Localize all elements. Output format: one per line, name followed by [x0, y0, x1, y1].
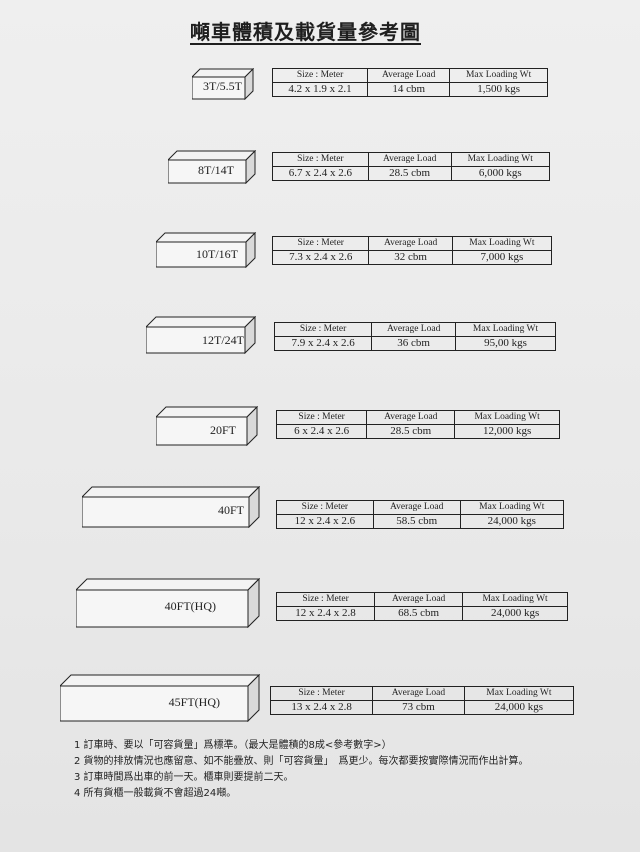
header-avg-load: Average Load	[374, 592, 464, 607]
size-value: 6 x 2.4 x 2.6	[275, 424, 368, 439]
truck-box-8t: 8T/14T	[168, 150, 256, 184]
header-avg-load: Average Load	[366, 410, 456, 425]
header-size: Size : Meter	[273, 322, 373, 337]
header-size: Size : Meter	[271, 68, 369, 83]
truck-label: 20FT	[209, 423, 236, 437]
truck-label: 10T/16T	[196, 247, 238, 261]
note-item: 4 所有貨櫃一般載貨不會超過24噸。	[74, 788, 237, 799]
max-load-value: 24,000 kgs	[459, 514, 565, 529]
header-size: Size : Meter	[272, 152, 369, 167]
header-size: Size : Meter	[271, 236, 370, 251]
header-max-loading: Max Loading Wt	[454, 410, 560, 425]
truck-box-drawing	[156, 232, 256, 268]
truck-label: 8T/14T	[198, 163, 234, 177]
note-item: 3 訂車時間爲出車的前一天。櫃車則要提前二天。	[74, 772, 294, 783]
truck-box-20ft: 20FT	[156, 406, 258, 446]
truck-box-3t: 3T/5.5T	[192, 68, 254, 100]
header-max-loading: Max Loading Wt	[450, 152, 550, 167]
truck-label: 40FT(HQ)	[164, 599, 216, 613]
header-avg-load: Average Load	[372, 500, 461, 515]
size-value: 4.2 x 1.9 x 2.1	[271, 82, 369, 97]
header-size: Size : Meter	[269, 686, 374, 701]
truck-box-drawing	[76, 578, 260, 628]
avg-load-value: 73 cbm	[372, 700, 465, 715]
truck-box-drawing	[156, 406, 258, 446]
max-load-value: 24,000 kgs	[463, 700, 575, 715]
truck-box-10t: 10T/16T	[156, 232, 256, 268]
truck-box-45ft-hq: 45FT(HQ)	[60, 674, 260, 722]
truck-label: 40FT	[217, 503, 244, 517]
truck-box-drawing	[146, 316, 256, 354]
avg-load-value: 28.5 cbm	[367, 166, 452, 181]
avg-load-value: 14 cbm	[367, 82, 451, 97]
size-value: 6.7 x 2.4 x 2.6	[272, 166, 369, 181]
max-load-value: 95,00 kgs	[455, 336, 556, 351]
truck-label: 45FT(HQ)	[168, 695, 220, 709]
truck-box-drawing	[192, 68, 254, 100]
header-size: Size : Meter	[276, 500, 374, 515]
header-max-loading: Max Loading Wt	[462, 592, 568, 607]
avg-load-value: 28.5 cbm	[366, 424, 456, 439]
avg-load-value: 32 cbm	[368, 250, 453, 265]
max-load-value: 24,000 kgs	[462, 606, 568, 621]
header-avg-load: Average Load	[367, 152, 452, 167]
size-value: 7.3 x 2.4 x 2.6	[271, 250, 370, 265]
header-size: Size : Meter	[275, 592, 376, 607]
max-load-value: 6,000 kgs	[450, 166, 550, 181]
avg-load-value: 68.5 cbm	[374, 606, 464, 621]
notes-list: 1 訂車時、要以「可容貨量」爲標準。（最大是體積的8成<參考數字>） 2 貨物的…	[74, 738, 529, 802]
note-item: 1 訂車時、要以「可容貨量」爲標準。（最大是體積的8成<參考數字>）	[74, 740, 392, 751]
max-load-value: 7,000 kgs	[451, 250, 553, 265]
header-size: Size : Meter	[275, 410, 368, 425]
size-value: 13 x 2.4 x 2.8	[269, 700, 374, 715]
truck-box-drawing	[82, 486, 260, 528]
size-value: 12 x 2.4 x 2.8	[275, 606, 376, 621]
truck-box-40ft: 40FT	[82, 486, 260, 528]
size-value: 7.9 x 2.4 x 2.6	[273, 336, 373, 351]
truck-label: 3T/5.5T	[203, 79, 242, 93]
header-avg-load: Average Load	[367, 68, 451, 83]
avg-load-value: 36 cbm	[371, 336, 457, 351]
header-max-loading: Max Loading Wt	[451, 236, 553, 251]
avg-load-value: 58.5 cbm	[372, 514, 461, 529]
header-max-loading: Max Loading Wt	[463, 686, 575, 701]
header-avg-load: Average Load	[371, 322, 457, 337]
truck-label: 12T/24T	[202, 333, 244, 347]
header-max-loading: Max Loading Wt	[459, 500, 565, 515]
header-max-loading: Max Loading Wt	[449, 68, 548, 83]
max-load-value: 1,500 kgs	[449, 82, 548, 97]
max-load-value: 12,000 kgs	[454, 424, 560, 439]
truck-box-drawing	[60, 674, 260, 722]
note-item: 2 貨物的排放情況也應留意、如不能疊放、則「可容貨量」 爲更少。每次都要按實際情…	[74, 756, 529, 767]
document-title: 噸車體積及載貨量參考圖	[190, 20, 421, 44]
header-avg-load: Average Load	[372, 686, 465, 701]
size-value: 12 x 2.4 x 2.6	[276, 514, 374, 529]
header-avg-load: Average Load	[368, 236, 453, 251]
truck-box-40ft-hq: 40FT(HQ)	[76, 578, 260, 628]
truck-box-drawing	[168, 150, 256, 184]
header-max-loading: Max Loading Wt	[455, 322, 556, 337]
truck-box-12t: 12T/24T	[146, 316, 256, 354]
